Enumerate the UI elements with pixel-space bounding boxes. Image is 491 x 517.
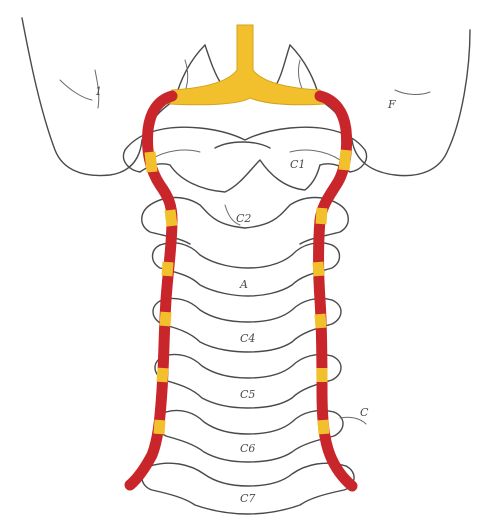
vertebra-c6: C6 C	[157, 406, 369, 462]
label-c7: C7	[240, 492, 255, 505]
vertebra-c3: A	[153, 243, 340, 296]
label-c4: C4	[240, 332, 255, 345]
label-skull-right: F	[387, 98, 396, 111]
vertebra-c7: C7	[142, 463, 354, 514]
label-c6: C6	[240, 442, 255, 455]
vertebral-arteries	[130, 96, 352, 486]
label-c3: A	[239, 278, 248, 291]
vertebra-c5: C5	[155, 354, 341, 408]
label-skull-left: 1	[95, 85, 102, 98]
label-transverse: C	[360, 406, 369, 419]
label-c5: C5	[240, 388, 255, 401]
label-c2: C2	[236, 212, 251, 225]
vertebra-c4: C4	[153, 298, 341, 352]
label-atlas: C1	[290, 158, 305, 171]
basilar-artery	[170, 25, 324, 105]
